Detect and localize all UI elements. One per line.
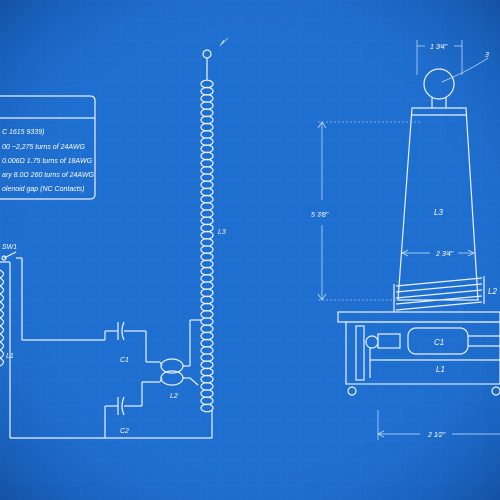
spec-line-2: 00 ~2,275 turns of 24AWG: [2, 144, 86, 151]
spec-line-3: 0.006Ω 1.75 turns of 18AWG: [2, 158, 93, 165]
capacitor-body: [407, 327, 469, 355]
switch-lever: [3, 251, 17, 259]
coil-l3-turn: [200, 403, 214, 413]
switch-label: SW1: [2, 244, 17, 251]
primary-winding: [393, 276, 485, 312]
secondary-form: [397, 107, 479, 301]
schematic: SW1 L1 C1: [0, 37, 229, 439]
coil-l2: [159, 319, 200, 386]
capacitor-c1-label: C1: [120, 357, 129, 364]
top-width-dim: 1 3⁄4": [430, 44, 448, 51]
capacitor-c2: [117, 396, 142, 416]
callout-number: 3: [485, 52, 489, 59]
coil-l1-label: L1: [6, 353, 14, 360]
coil-l3-label: L3: [218, 229, 226, 236]
primary-label: L2: [488, 287, 497, 296]
switch-contact: [1, 255, 7, 261]
spec-box: C 1615 9339) 00 ~2,275 turns of 24AWG 0.…: [0, 95, 96, 200]
coil-l1: [0, 261, 11, 372]
base-width-dim: 2 1⁄2": [427, 432, 446, 439]
foot-right: [491, 386, 500, 396]
height-dim: 5 7⁄8": [311, 212, 329, 219]
coil-l3: [200, 79, 214, 413]
callout-leader: [441, 57, 489, 83]
foot-left: [347, 386, 357, 396]
spec-line-5: olenoid gap (NC Contacts): [2, 186, 85, 193]
secondary-label: L3: [434, 208, 443, 217]
spec-line-4: ary 8.0Ω 260 turns of 24AWG: [2, 172, 95, 179]
tesla-coil-drawing: 1 3⁄4" 3 5 7⁄8" L3 2 3⁄4": [311, 40, 500, 440]
base-coil-label: L1: [436, 365, 445, 374]
spark-icon: [219, 37, 229, 47]
topload-sphere: [423, 68, 455, 100]
capacitor-label: C1: [434, 338, 444, 347]
capacitor-c2-label: C2: [120, 428, 129, 435]
capacitor-c1: [117, 321, 137, 341]
spec-line-1: C 1615 9339): [2, 129, 44, 136]
mid-width-dim: 2 3⁄4": [435, 251, 454, 258]
coil-l2-label: L2: [170, 393, 178, 400]
